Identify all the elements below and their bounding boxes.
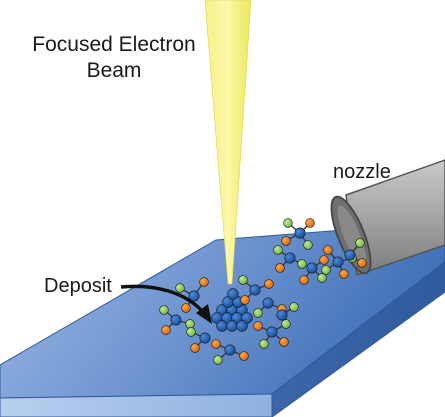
metal-atom bbox=[236, 320, 248, 332]
metal-atom bbox=[306, 262, 318, 274]
ligand-atom-orange bbox=[190, 343, 200, 353]
metal-atom bbox=[227, 288, 239, 300]
ligand-atom-green bbox=[253, 308, 263, 318]
ligand-atom-orange bbox=[299, 275, 309, 285]
metal-atom bbox=[224, 344, 236, 356]
ligand-atom-green bbox=[303, 240, 313, 250]
ligand-atom-orange bbox=[211, 339, 221, 349]
metal-atom bbox=[284, 252, 296, 264]
deposit-arrow bbox=[120, 284, 212, 324]
metal-atom bbox=[216, 320, 228, 332]
substrate-side bbox=[271, 261, 445, 417]
ligand-atom-orange bbox=[281, 236, 291, 246]
metal-atom bbox=[294, 227, 306, 239]
ligand-atom-orange bbox=[199, 277, 209, 287]
ligand-atom-green bbox=[259, 339, 269, 349]
ligand-atom-orange bbox=[319, 255, 329, 265]
ligand-atom-green bbox=[159, 305, 169, 315]
ligand-atom-green bbox=[238, 275, 248, 285]
beam-label-line2: Beam bbox=[87, 59, 142, 82]
metal-atom bbox=[276, 309, 288, 321]
ligand-atom-orange bbox=[181, 303, 191, 313]
ligand-atom-orange bbox=[279, 337, 289, 347]
metal-atom bbox=[249, 284, 261, 296]
metal-atom bbox=[332, 256, 344, 268]
ligand-atom-orange bbox=[253, 321, 263, 331]
metal-atom bbox=[344, 249, 356, 261]
ligand-atom-orange bbox=[239, 351, 249, 361]
ligand-atom-green bbox=[355, 238, 365, 248]
nozzle bbox=[330, 159, 445, 277]
ligand-atom-green bbox=[175, 283, 185, 293]
nozzle-bore bbox=[337, 205, 367, 267]
metal-atom bbox=[226, 320, 238, 332]
metal-atom bbox=[170, 314, 182, 326]
nozzle-label: nozzle bbox=[333, 161, 391, 183]
precursor-molecules bbox=[159, 218, 367, 365]
metal-atom bbox=[262, 297, 274, 309]
ligand-atom-orange bbox=[323, 245, 333, 255]
metal-atom bbox=[199, 332, 211, 344]
ligand-atom-green bbox=[186, 327, 196, 337]
ligand-atom-green bbox=[273, 245, 283, 255]
ligand-atom-green bbox=[317, 273, 327, 283]
ligand-atom-orange bbox=[264, 279, 274, 289]
electron-beam bbox=[204, 0, 252, 285]
ligand-atom-orange bbox=[240, 295, 250, 305]
ligand-atom-orange bbox=[305, 218, 315, 228]
ligand-atom-green bbox=[297, 259, 307, 269]
ligand-atom-green bbox=[281, 319, 291, 329]
ligand-atom-green bbox=[185, 319, 195, 329]
ligand-atom-green bbox=[321, 265, 331, 275]
ligand-atom-orange bbox=[339, 269, 349, 279]
ligand-atom-orange bbox=[161, 325, 171, 335]
ligand-atom-orange bbox=[357, 258, 367, 268]
metal-atom bbox=[266, 326, 278, 338]
ligand-atom-green bbox=[283, 218, 293, 228]
ligand-atom-green bbox=[213, 355, 223, 365]
metal-atom bbox=[188, 290, 200, 302]
beam-label-line1: Focused Electron bbox=[32, 33, 195, 56]
ligand-atom-orange bbox=[275, 263, 285, 273]
ligand-atom-green bbox=[289, 302, 299, 312]
deposit-label: Deposit bbox=[44, 275, 112, 297]
substrate-front bbox=[0, 393, 273, 417]
